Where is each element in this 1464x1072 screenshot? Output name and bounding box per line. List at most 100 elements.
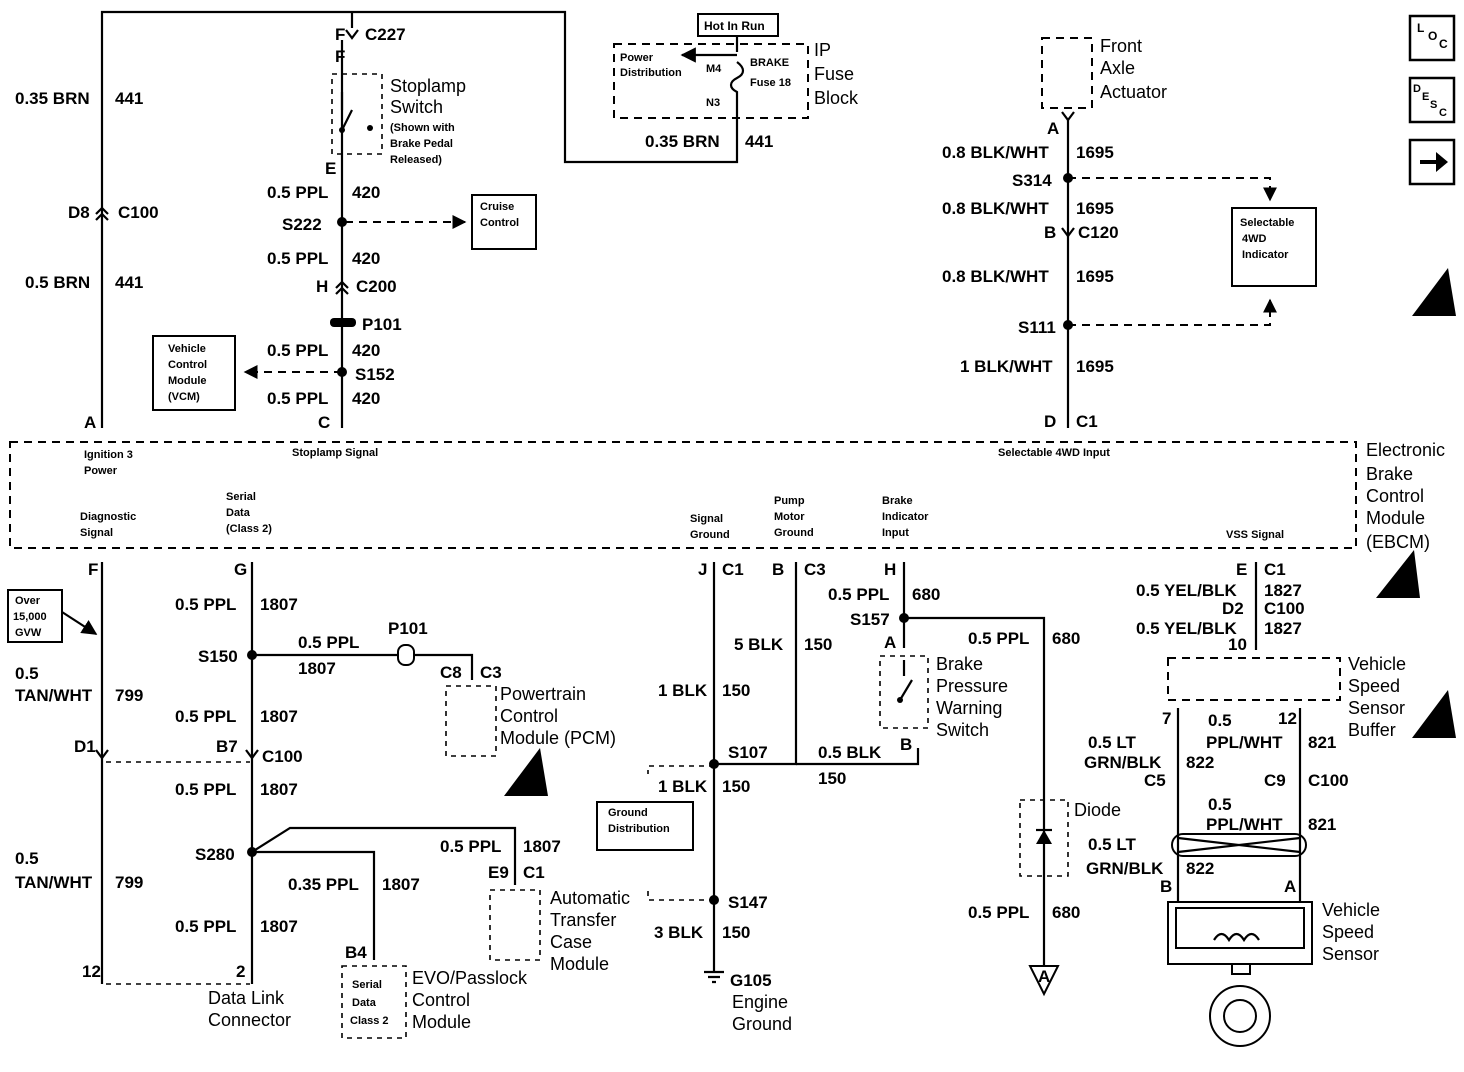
pin-c5: C5 bbox=[1144, 771, 1166, 790]
circuit-label-1807: 1807 bbox=[298, 659, 336, 678]
svg-text:Signal: Signal bbox=[80, 527, 113, 539]
svg-text:Brake: Brake bbox=[882, 495, 913, 507]
splice-label-s152: S152 bbox=[355, 365, 395, 384]
wire-label: 0.5 PPL bbox=[267, 183, 328, 202]
wire-label: 0.5 YEL/BLK bbox=[1136, 581, 1237, 600]
svg-text:Ground: Ground bbox=[732, 1014, 792, 1034]
pin-f: F bbox=[88, 560, 98, 579]
svg-text:Ground: Ground bbox=[690, 529, 730, 541]
svg-text:Connector: Connector bbox=[208, 1010, 291, 1030]
svg-text:Stoplamp Signal: Stoplamp Signal bbox=[292, 447, 378, 459]
svg-text:Pressure: Pressure bbox=[936, 676, 1008, 696]
wire-label: 0.5 PPL bbox=[175, 917, 236, 936]
pin-e: E bbox=[325, 159, 336, 178]
wire-label: 0.5 YEL/BLK bbox=[1136, 619, 1237, 638]
next-page-button[interactable] bbox=[1408, 138, 1456, 186]
splice-label-s314: S314 bbox=[1012, 171, 1052, 190]
circuit-799 bbox=[61, 562, 250, 985]
label-p101: P101 bbox=[362, 315, 402, 334]
wire-label: 0.5 bbox=[15, 664, 39, 683]
svg-text:Buffer: Buffer bbox=[1348, 720, 1396, 740]
pin-g: G bbox=[234, 560, 247, 579]
location-button[interactable]: L O C bbox=[1408, 14, 1456, 62]
circuit-label-821: 821 bbox=[1308, 733, 1336, 752]
circuit-680 bbox=[902, 562, 1060, 997]
circuit-label-441: 441 bbox=[115, 273, 143, 292]
splice-s107 bbox=[709, 759, 719, 769]
svg-text:Data: Data bbox=[226, 507, 251, 519]
splice-s314 bbox=[1063, 173, 1073, 183]
circuit-label-150: 150 bbox=[804, 635, 832, 654]
svg-text:(VCM): (VCM) bbox=[168, 391, 200, 403]
wire-label: 0.5 PPL bbox=[175, 707, 236, 726]
svg-text:Control: Control bbox=[1366, 486, 1424, 506]
svg-text:Signal: Signal bbox=[690, 513, 723, 525]
svg-text:(Shown with: (Shown with bbox=[390, 122, 455, 134]
circuit-label-799: 799 bbox=[115, 686, 143, 705]
pin-a: A bbox=[84, 413, 96, 432]
svg-text:Brake: Brake bbox=[1366, 464, 1413, 484]
cruise-control-box: Cruise Control bbox=[471, 194, 537, 250]
svg-text:Vehicle: Vehicle bbox=[1348, 654, 1406, 674]
pin-d2: D2 bbox=[1222, 599, 1244, 618]
wire-label: PPL/WHT bbox=[1206, 815, 1283, 834]
pin-d: D bbox=[1044, 412, 1056, 431]
svg-text:Vehicle: Vehicle bbox=[168, 343, 206, 355]
pin-12: 12 bbox=[82, 962, 101, 981]
connector-c100: C100 bbox=[118, 203, 159, 222]
connector-c227: F F C227 bbox=[335, 25, 406, 66]
connector-c100: C100 bbox=[1264, 599, 1305, 618]
svg-text:C227: C227 bbox=[365, 25, 406, 44]
svg-text:Serial: Serial bbox=[226, 491, 256, 503]
pin-b: B bbox=[1044, 223, 1056, 242]
circuit-label-150: 150 bbox=[722, 923, 750, 942]
svg-text:(Class 2): (Class 2) bbox=[226, 523, 272, 535]
connector-c100: C100 bbox=[1308, 771, 1349, 790]
circuit-label-822: 822 bbox=[1186, 859, 1214, 878]
svg-text:Control: Control bbox=[500, 706, 558, 726]
svg-text:Switch: Switch bbox=[936, 720, 989, 740]
svg-text:Sensor: Sensor bbox=[1322, 944, 1379, 964]
splice-label-s280: S280 bbox=[195, 845, 235, 864]
circuit-1695 bbox=[1066, 118, 1277, 428]
pin-e9: E9 bbox=[488, 863, 509, 882]
svg-text:Axle: Axle bbox=[1100, 58, 1135, 78]
svg-text:Input: Input bbox=[882, 527, 909, 539]
svg-text:Released): Released) bbox=[390, 154, 442, 166]
circuit-1807 bbox=[250, 562, 517, 984]
circuit-label-150: 150 bbox=[722, 777, 750, 796]
svg-text:(EBCM): (EBCM) bbox=[1366, 532, 1430, 552]
splice-s111 bbox=[1063, 320, 1073, 330]
wire-label: 0.5 PPL bbox=[267, 341, 328, 360]
wire-label: 0.8 BLK/WHT bbox=[942, 199, 1049, 218]
wire-label: 0.8 BLK/WHT bbox=[942, 267, 1049, 286]
wire-label: 0.5 LT bbox=[1088, 733, 1136, 752]
splice-label-s157: S157 bbox=[850, 610, 890, 629]
data-link-connector: Data Link Connector bbox=[208, 988, 291, 1030]
svg-text:Class 2: Class 2 bbox=[350, 1015, 389, 1027]
svg-text:Front: Front bbox=[1100, 36, 1142, 56]
svg-text:Hot In Run: Hot In Run bbox=[704, 19, 765, 33]
circuit-label-680: 680 bbox=[912, 585, 940, 604]
svg-text:Module: Module bbox=[168, 375, 207, 387]
pass-through-p101 bbox=[397, 644, 415, 666]
wire-label: 3 BLK bbox=[654, 923, 704, 942]
svg-text:Vehicle: Vehicle bbox=[1322, 900, 1380, 920]
svg-text:BRAKE: BRAKE bbox=[750, 57, 789, 69]
svg-text:C: C bbox=[1439, 37, 1448, 51]
pin-7: 7 bbox=[1162, 709, 1171, 728]
arrow-right-icon bbox=[1420, 152, 1448, 172]
wire-label: 0.5 PPL bbox=[175, 780, 236, 799]
vcm-box: Vehicle Control Module (VCM) bbox=[152, 335, 236, 411]
stoplamp-switch: Stoplamp Switch (Shown with Brake Pedal … bbox=[331, 73, 466, 166]
svg-text:Ground: Ground bbox=[608, 807, 648, 819]
svg-text:Fuse: Fuse bbox=[814, 64, 854, 84]
offpage-connector-a: A bbox=[1038, 967, 1050, 986]
pin-2: 2 bbox=[236, 962, 245, 981]
description-button[interactable]: D E S C bbox=[1408, 76, 1456, 124]
svg-text:F: F bbox=[335, 47, 345, 66]
connector-c3: C3 bbox=[804, 560, 826, 579]
wire-label: 0.5 PPL bbox=[968, 629, 1029, 648]
splice-label-s111: S111 bbox=[1018, 318, 1056, 337]
circuit-label-1695: 1695 bbox=[1076, 357, 1114, 376]
